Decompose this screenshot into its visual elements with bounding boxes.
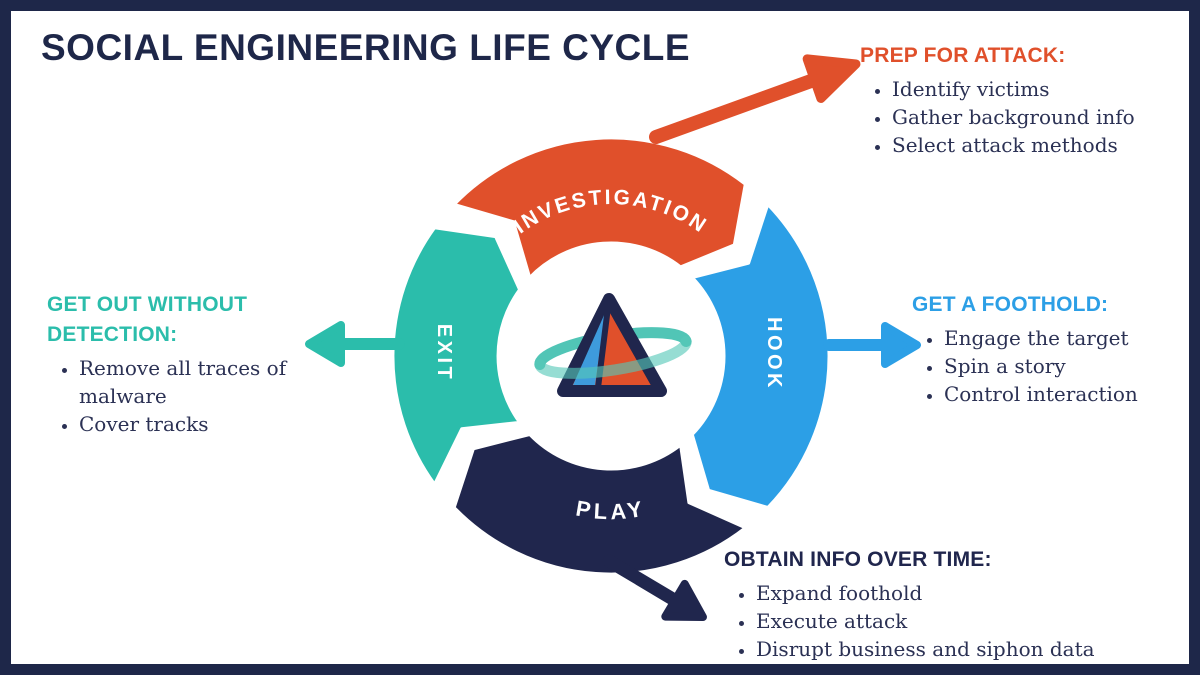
- callout-obtain-info-over-time: OBTAIN INFO OVER TIME: Expand foothold E…: [724, 545, 1124, 663]
- callout-prep-for-attack: PREP FOR ATTACK: Identify victims Gather…: [860, 41, 1189, 159]
- segment-label-exit: EXIT: [433, 324, 455, 382]
- callout-list: Engage the target Spin a story Control i…: [912, 324, 1189, 408]
- list-item: Identify victims: [892, 75, 1189, 103]
- list-item: Select attack methods: [892, 131, 1189, 159]
- orange-arrow-up-right: [649, 54, 861, 144]
- callout-heading: OBTAIN INFO OVER TIME:: [724, 548, 992, 571]
- callout-get-a-foothold: GET A FOOTHOLD: Engage the target Spin a…: [912, 290, 1189, 408]
- segment-exit: [391, 226, 522, 486]
- list-item: Spin a story: [944, 352, 1189, 380]
- orbit-ring-front: [534, 336, 692, 379]
- segment-label-play: PLAY: [574, 496, 648, 525]
- callout-list: Remove all traces of malware Cover track…: [47, 354, 315, 438]
- callout-heading: PREP FOR ATTACK:: [860, 44, 1066, 67]
- list-item: Engage the target: [944, 324, 1189, 352]
- segment-hook: [690, 203, 831, 509]
- list-item: Remove all traces of malware: [79, 354, 315, 410]
- prism-logo: [534, 293, 692, 397]
- navy-arrow-down-right: [602, 554, 707, 621]
- callout-list: Identify victims Gather background info …: [860, 75, 1189, 159]
- list-item: Expand foothold: [756, 579, 1124, 607]
- callout-heading: GET OUT WITHOUT DETECTION:: [47, 293, 248, 346]
- list-item: Disrupt business and siphon data: [756, 635, 1124, 663]
- list-item: Cover tracks: [79, 410, 315, 438]
- list-item: Control interaction: [944, 380, 1189, 408]
- segment-investigation: [452, 136, 747, 279]
- page-title: SOCIAL ENGINEERING LIFE CYCLE: [41, 27, 691, 68]
- life-cycle-diagram: INVESTIGATION PLAY HOOK EXIT: [305, 54, 921, 621]
- list-item: Execute attack: [756, 607, 1124, 635]
- callout-get-out-without-detection: GET OUT WITHOUT DETECTION: Remove all tr…: [47, 290, 315, 438]
- callout-heading: GET A FOOTHOLD:: [912, 293, 1109, 316]
- teal-arrow-left: [305, 321, 405, 367]
- segment-play: [452, 433, 747, 576]
- list-item: Gather background info: [892, 103, 1189, 131]
- blue-arrow-right: [823, 322, 921, 368]
- segment-label-hook: HOOK: [763, 317, 785, 391]
- callout-list: Expand foothold Execute attack Disrupt b…: [724, 579, 1124, 663]
